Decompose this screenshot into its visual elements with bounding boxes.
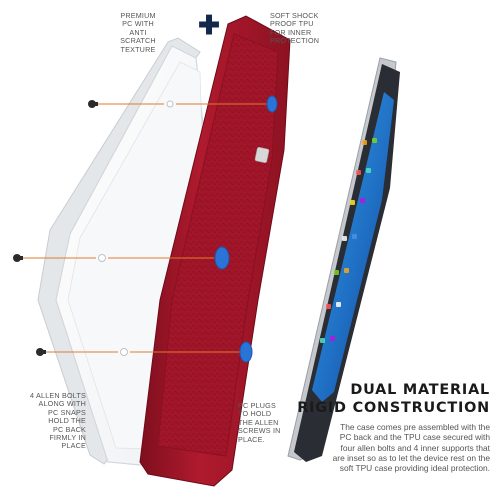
- pc-holes: [98, 100, 174, 356]
- premium-pc-label: PREMIUM PC WITH ANTI SCRATCH TEXTURE: [120, 11, 156, 54]
- allen-bolts-label: 4 ALLEN BOLTS ALONG WITH PC SNAPS HOLD T…: [30, 391, 86, 451]
- pc-plug-icon: [214, 95, 278, 363]
- description-text: The case comes pre assembled with the PC…: [332, 422, 490, 474]
- heading-line-1: DUAL MATERIAL: [350, 382, 490, 398]
- tpu-inner-case: [139, 15, 291, 487]
- bolt-lines: [20, 103, 272, 353]
- pc-plugs-label: PC PLUGS TO HOLD THE ALLEN SCREWS IN PLA…: [238, 401, 281, 444]
- heading-line-2: RIGID CONSTRUCTION: [297, 400, 490, 416]
- tablet-device: [287, 57, 400, 462]
- soft-shock-label: SOFT SHOCK PROOF TPU FOR INNER PROTECTIO…: [270, 11, 320, 46]
- allen-bolt-icon: [13, 100, 98, 356]
- plus-icon: ✚: [198, 10, 220, 40]
